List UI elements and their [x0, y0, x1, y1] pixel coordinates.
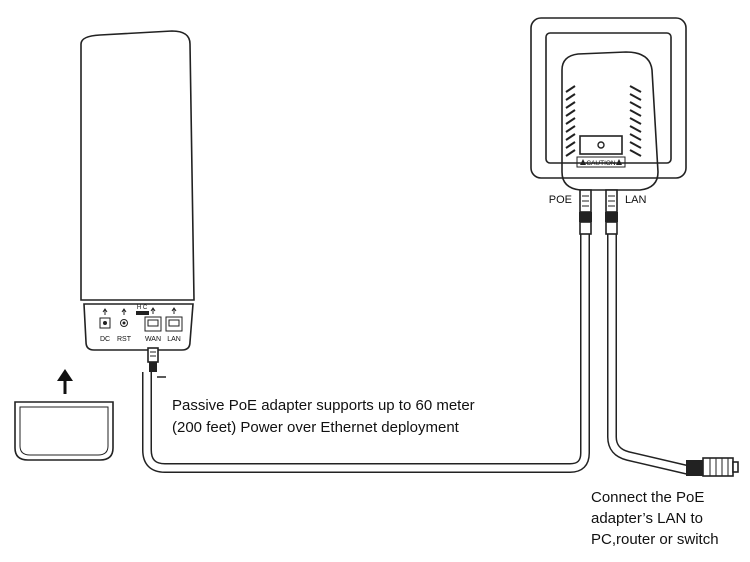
wan-port [144, 307, 162, 332]
reset-button [120, 308, 128, 327]
lan-port-label: LAN [625, 194, 646, 206]
power-led-icon [597, 141, 605, 149]
outdoor-unit [80, 30, 195, 351]
dc-port [99, 308, 111, 329]
rst-button-label: RST [117, 336, 132, 343]
power-led-window [579, 135, 623, 155]
dc-port-label: DC [100, 336, 110, 343]
hc-switch-label: H C [137, 305, 148, 311]
warning-right-icon [616, 159, 622, 165]
wan-plug [147, 347, 166, 378]
lan-cable [607, 233, 690, 475]
note-line-3: PC,router or switch [591, 531, 719, 548]
caption-line-2: (200 feet) Power over Ethernet deploymen… [172, 419, 460, 436]
port-panel [83, 303, 194, 351]
hc-switch [136, 311, 149, 315]
note-line-2: adapter’s LAN to [591, 510, 703, 527]
up-arrow-icon [57, 369, 73, 394]
bottom-cover [14, 401, 114, 461]
lan-out-plug [605, 189, 618, 235]
unit-lan-port [165, 307, 183, 332]
poe-port-label: POE [549, 194, 572, 206]
warning-left-icon [580, 159, 586, 165]
poe-adapter: CAUTION [561, 51, 659, 191]
poe-out-plug [579, 189, 592, 235]
note-line-1: Connect the PoE [591, 489, 704, 506]
caution-label: CAUTION [586, 160, 616, 167]
wall-outlet [530, 17, 687, 179]
caption-line-1: Passive PoE adapter supports up to 60 me… [172, 397, 475, 414]
wan-port-label: WAN [145, 336, 161, 343]
rj45-plug [686, 457, 739, 477]
unit-lan-port-label: LAN [167, 336, 181, 343]
